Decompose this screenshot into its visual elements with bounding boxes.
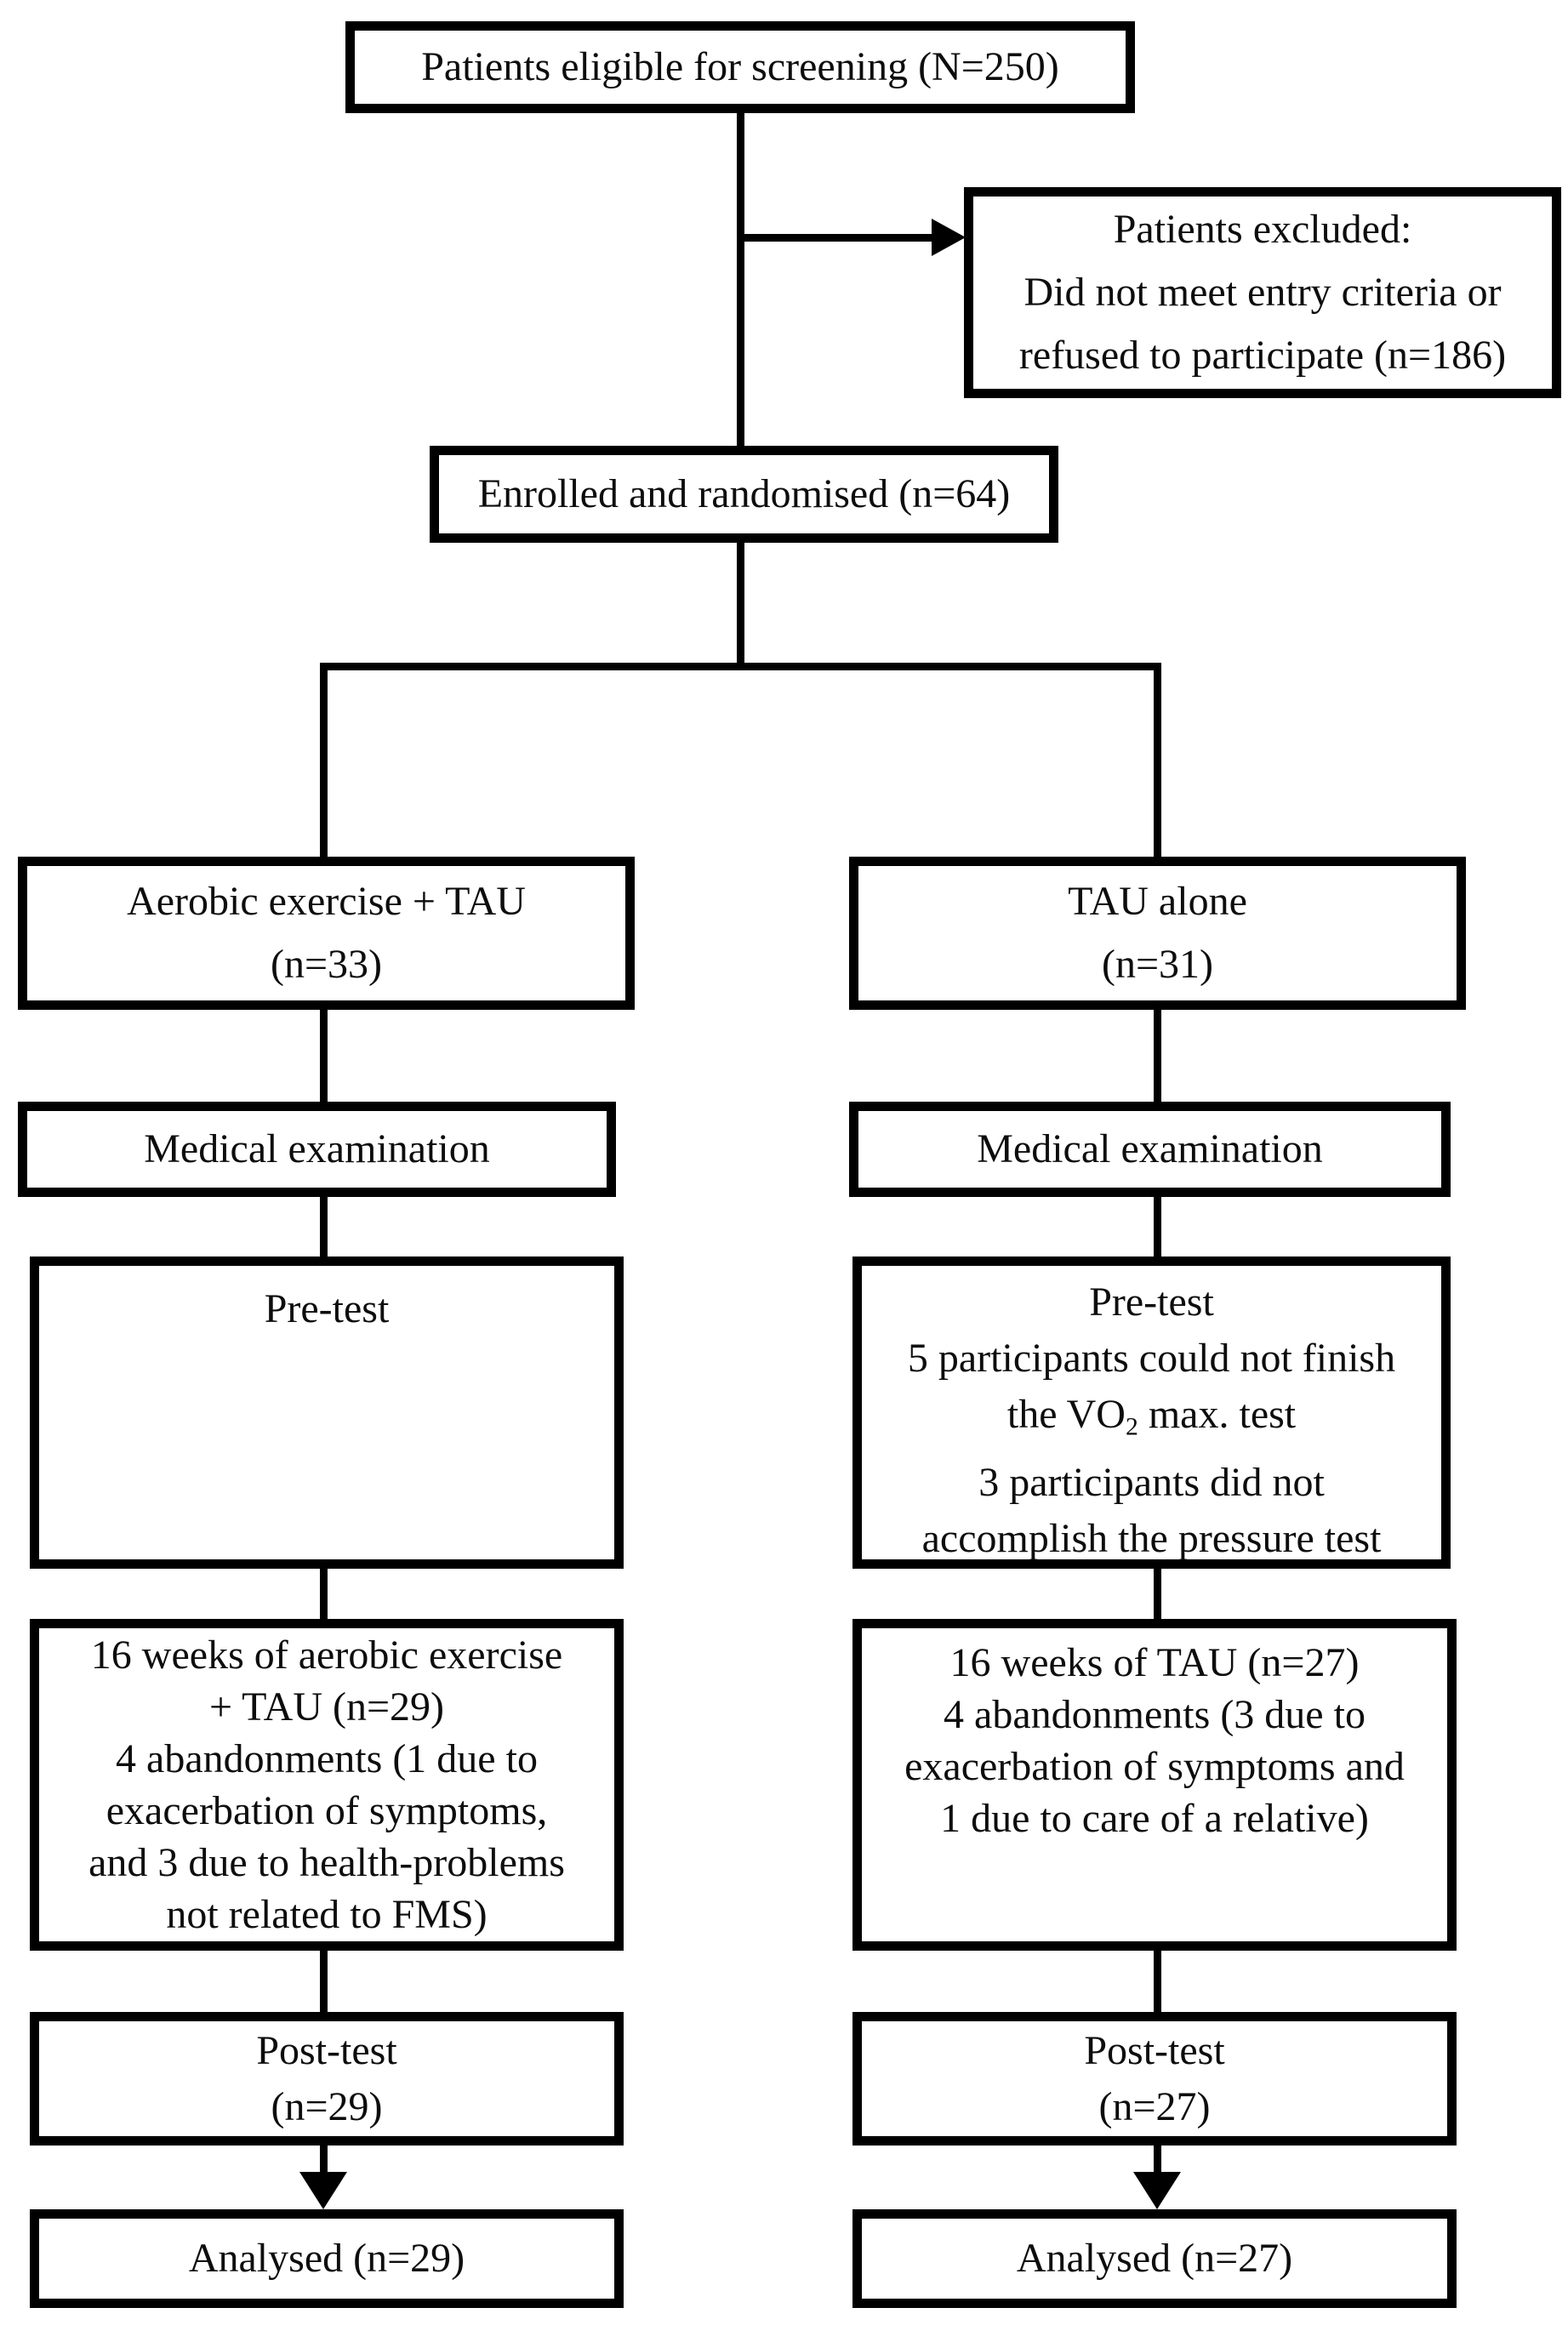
box-line: Medical examination	[144, 1126, 490, 1171]
connector-weeks-posttest-left	[320, 1951, 328, 2012]
box-line: Patients eligible for screening (N=250)	[421, 44, 1059, 89]
connector-split-right	[1154, 663, 1161, 857]
box-line: not related to FMS)	[166, 1892, 488, 1937]
box-line: 16 weeks of aerobic exercise	[90, 1633, 563, 1678]
connector-arm-medical-left	[320, 1010, 328, 1102]
box-line: exacerbation of symptoms and	[904, 1744, 1405, 1789]
connector-posttest-analysed-right	[1154, 2145, 1161, 2180]
connector-arm-medical-right	[1154, 1010, 1161, 1102]
box-line: Medical examination	[977, 1126, 1323, 1171]
box-line: Analysed (n=27)	[1016, 2236, 1293, 2281]
box-line: Post-test	[256, 2027, 397, 2073]
box-line: 16 weeks of TAU (n=27)	[949, 1640, 1360, 1685]
box-line: 4 abandonments (3 due to	[944, 1692, 1366, 1737]
box-line: Pre-test	[264, 1286, 390, 1331]
box-line: Pre-test	[1089, 1279, 1214, 1325]
box-enrolled: Enrolled and randomised (n=64)	[430, 446, 1058, 543]
connector-eligible-enrolled	[737, 113, 744, 446]
box-line: Patients excluded:	[1113, 207, 1412, 252]
box-line: Analysed (n=29)	[188, 2236, 465, 2281]
box-excluded: Patients excluded: Did not meet entry cr…	[964, 187, 1561, 398]
box-line: Did not meet entry criteria or	[1023, 270, 1502, 315]
box-line-vo2max: the VO2 max. test	[862, 1387, 1441, 1455]
vo2-prefix: the VO	[1006, 1392, 1126, 1437]
vo2-subscript: 2	[1125, 1412, 1138, 1441]
box-arm-tau: TAU alone (n=31)	[849, 857, 1466, 1010]
vo2-suffix: max. test	[1138, 1392, 1297, 1437]
box-line: 5 participants could not finish	[907, 1336, 1396, 1381]
box-arm-exercise: Aerobic exercise + TAU (n=33)	[18, 857, 635, 1010]
box-eligible: Patients eligible for screening (N=250)	[345, 21, 1135, 113]
connector-split-horizontal	[320, 663, 1161, 670]
box-line: 4 abandonments (1 due to	[116, 1736, 538, 1781]
box-line: refused to participate (n=186)	[1018, 333, 1507, 378]
connector-weeks-posttest-right	[1154, 1951, 1161, 2012]
box-weeks-left: 16 weeks of aerobic exercise + TAU (n=29…	[30, 1619, 624, 1951]
connector-medical-pretest-left	[320, 1197, 328, 1257]
box-analysed-right: Analysed (n=27)	[852, 2209, 1457, 2308]
box-line: 3 participants did not	[978, 1460, 1325, 1506]
connector-split-left	[320, 663, 328, 857]
connector-enrolled-split	[737, 543, 744, 670]
arrowhead-right-icon	[932, 219, 966, 256]
box-line: (n=33)	[270, 942, 383, 987]
box-line: (n=27)	[1098, 2083, 1211, 2129]
box-line: TAU alone	[1068, 879, 1247, 924]
box-posttest-left: Post-test (n=29)	[30, 2012, 624, 2145]
connector-posttest-analysed-left	[320, 2145, 328, 2180]
box-pretest-right: Pre-test 5 participants could not finish…	[852, 1257, 1451, 1569]
box-line: (n=29)	[271, 2083, 383, 2129]
arrowhead-down-left-icon	[299, 2172, 347, 2209]
box-line: Aerobic exercise + TAU	[127, 879, 526, 924]
box-line: Post-test	[1084, 2027, 1225, 2073]
box-weeks-right: 16 weeks of TAU (n=27) 4 abandonments (3…	[852, 1619, 1457, 1951]
arrowhead-down-right-icon	[1133, 2172, 1181, 2209]
box-pretest-left: Pre-test	[30, 1257, 624, 1569]
box-medical-left: Medical examination	[18, 1102, 616, 1197]
box-line: Enrolled and randomised (n=64)	[477, 471, 1011, 516]
connector-pretest-weeks-left	[320, 1569, 328, 1619]
box-line: accomplish the pressure test	[921, 1516, 1382, 1562]
box-posttest-right: Post-test (n=27)	[852, 2012, 1457, 2145]
connector-excluded	[744, 234, 933, 242]
box-line: + TAU (n=29)	[208, 1684, 445, 1730]
box-medical-right: Medical examination	[849, 1102, 1451, 1197]
box-line: and 3 due to health-problems	[88, 1840, 565, 1885]
box-line: exacerbation of symptoms,	[105, 1788, 548, 1833]
box-line: (n=31)	[1101, 942, 1214, 987]
connector-medical-pretest-right	[1154, 1197, 1161, 1257]
box-analysed-left: Analysed (n=29)	[30, 2209, 624, 2308]
connector-pretest-weeks-right	[1154, 1569, 1161, 1619]
box-line: 1 due to care of a relative)	[940, 1796, 1369, 1841]
